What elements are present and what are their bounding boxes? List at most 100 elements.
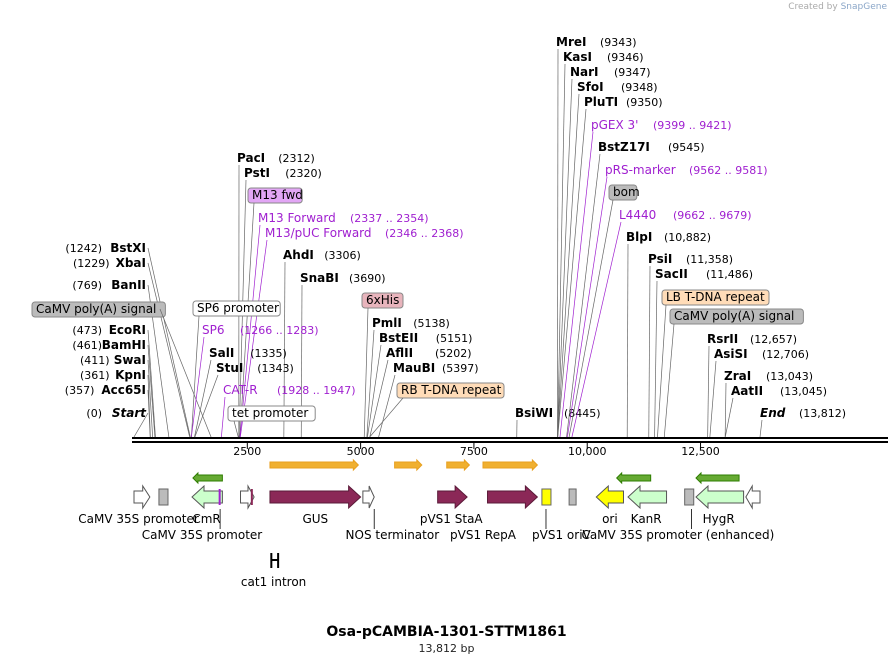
mid-sali-pos: (1335) <box>250 347 287 360</box>
feature-label-9: KanR <box>631 512 662 526</box>
right-asisi-leader <box>709 360 717 438</box>
mid-psti-name: PstI <box>244 166 270 180</box>
left-leader-3 <box>147 329 156 438</box>
feature-label-4: NOS terminator <box>346 528 440 542</box>
mid-cat-r-name: CAT-R <box>223 383 258 397</box>
feature-label-0: CaMV 35S promoter <box>78 512 199 526</box>
right-l4440-name: L4440 <box>619 208 656 222</box>
right-zrai-leader <box>724 382 727 438</box>
feature-13 <box>695 484 745 510</box>
feature-2 <box>191 484 223 510</box>
left-enzyme-7: Acc65I <box>101 383 146 397</box>
right-nari-name: NarI <box>570 65 599 79</box>
feature-0 <box>133 484 151 510</box>
right-bom-leader <box>568 199 614 438</box>
left-leader-1 <box>147 262 191 438</box>
mid-aflii-leader <box>369 359 389 438</box>
feature-label-3: GUS <box>302 512 328 526</box>
mid-sali-leader <box>194 359 212 438</box>
right-aatii-pos: (13,045) <box>780 385 827 398</box>
mid-sp6-promoter: SP6 promoter <box>197 301 279 315</box>
left-pos-3: (473) <box>72 324 102 337</box>
orf-arrow-5 <box>615 471 652 485</box>
mid-stui-pos: (1343) <box>257 362 294 375</box>
right-prs-marker-leader <box>567 176 608 438</box>
mid-psti-pos: (2320) <box>285 167 322 180</box>
right-pgex-3--name: pGEX 3' <box>591 118 638 132</box>
right-asisi-name: AsiSI <box>714 347 748 361</box>
right-end-name: End <box>760 406 786 420</box>
tick-label-2: 7500 <box>460 445 488 458</box>
right-end-pos: (13,812) <box>799 407 846 420</box>
mid-aflii-name: AflII <box>386 346 413 360</box>
feature-9 <box>568 488 577 506</box>
orf-arrow-6 <box>695 471 740 485</box>
mid-m13-puc-forward-name: M13/pUC Forward <box>265 226 372 240</box>
right-rsrii-pos: (12,657) <box>750 333 797 346</box>
right-lb-t-dna-repeat-leader <box>657 304 667 438</box>
mid-paci-pos: (2312) <box>278 152 315 165</box>
mid-pmli-leader <box>366 329 375 438</box>
credit-brand: SnapGene <box>840 2 887 12</box>
right-nari-pos: (9347) <box>614 66 651 79</box>
left-leader-5 <box>147 359 153 438</box>
left-pos-4: (461) <box>72 339 102 352</box>
tick-label-3: 10,000 <box>568 445 607 458</box>
left-pos-6: (361) <box>80 369 110 382</box>
left-leader-0 <box>147 247 191 438</box>
mid-rb-t-dna-repeat-box <box>396 382 505 399</box>
feature-label-8: ori <box>602 512 618 526</box>
left-tag-camv-polya-box <box>31 301 166 318</box>
mid-tet-promoter-leader <box>233 420 239 438</box>
mid-pmli-pos: (5138) <box>413 317 450 330</box>
left-enzyme-3: EcoRI <box>109 323 146 337</box>
right-pgex-3--pos: (9399 .. 9421) <box>653 119 732 132</box>
right-zrai-name: ZraI <box>724 369 751 383</box>
right-l4440-pos: (9662 .. 9679) <box>673 209 752 222</box>
mid-maubi-name: MauBI <box>393 361 435 375</box>
left-leader-7 <box>147 389 151 438</box>
feature-11 <box>627 484 668 510</box>
right-psii-pos: (11,358) <box>686 253 733 266</box>
mid-m13-forward-pos: (2337 .. 2354) <box>350 212 429 225</box>
mid-6xhis-leader <box>363 307 369 438</box>
left-pos-2: (769) <box>72 279 102 292</box>
right-rsrii-name: RsrII <box>707 332 738 346</box>
orf-arrow-0 <box>192 471 223 485</box>
mid-cat-r-pos: (1928 .. 1947) <box>277 384 356 397</box>
left-enzyme-1: XbaI <box>116 256 146 270</box>
right-lb-t-dna-repeat-box <box>661 289 770 306</box>
mid-sp6-promoter-box <box>192 300 281 317</box>
orf-arrow-4 <box>482 458 539 472</box>
mid-stui-name: StuI <box>216 361 243 375</box>
mid-bsteii-name: BstEII <box>379 331 418 345</box>
mid-m13-fwd-box <box>247 187 303 204</box>
mid-cat-r-leader <box>221 396 226 438</box>
right-bstz17i-pos: (9545) <box>668 141 705 154</box>
right-psii-leader <box>648 265 651 438</box>
mid-6xhis: 6xHis <box>366 293 399 307</box>
right-nari-leader <box>557 78 573 438</box>
right-bom: bom <box>613 185 640 199</box>
right-camv-poly-a-signal-leader <box>663 323 675 438</box>
right-zrai-pos: (13,043) <box>766 370 813 383</box>
left-pos-8: (0) <box>86 407 102 420</box>
mid-maubi-leader <box>378 374 396 438</box>
right-end-leader <box>759 419 763 438</box>
tick-label-1: 5000 <box>347 445 375 458</box>
mid-stui-leader <box>194 374 219 438</box>
right-sfoi-name: SfoI <box>577 80 604 94</box>
mid-sp6-pos: (1266 .. 1283) <box>240 324 319 337</box>
mid-snabi-name: SnaBI <box>300 271 339 285</box>
feature-12 <box>684 488 695 506</box>
mid-sp6-promoter-leader <box>191 315 200 438</box>
mid-maubi-pos: (5397) <box>442 362 479 375</box>
mid-m13-fwd-leader <box>239 202 255 438</box>
mid-sali-name: SalI <box>209 346 234 360</box>
right-blpi-pos: (10,882) <box>664 231 711 244</box>
mid-ahdi-pos: (3306) <box>324 249 361 262</box>
orf-arrow-2 <box>394 458 423 472</box>
feature-label-1: CmR <box>192 512 220 526</box>
feature-label-10: HygR <box>703 512 735 526</box>
